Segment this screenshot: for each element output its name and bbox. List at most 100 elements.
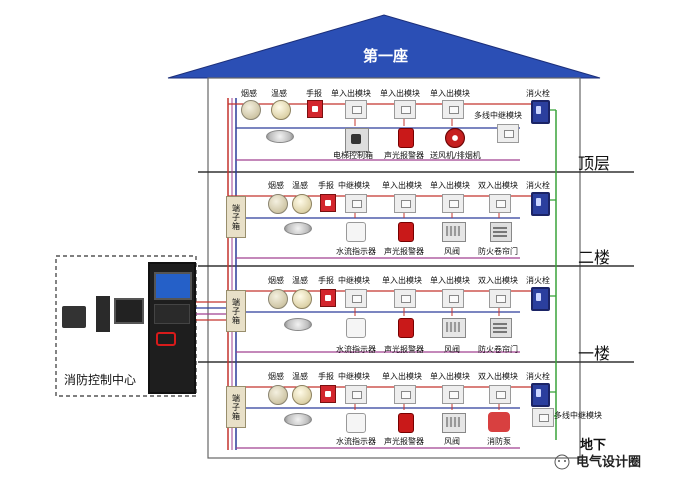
relay-module-icon — [345, 289, 367, 308]
building-outline — [207, 77, 581, 459]
io-module-icon — [442, 385, 464, 404]
label-module-top-3: 单入出模块 — [430, 89, 470, 98]
label-multi-relay-b: 多线中继模块 — [554, 411, 602, 420]
label-relay-b: 中继模块 — [338, 372, 370, 381]
label-heat-2: 温感 — [292, 181, 308, 190]
label-dual-module-2: 双入出模块 — [478, 181, 518, 190]
floor-label-first: 一楼 — [578, 344, 611, 363]
building-title: 第一座 — [363, 47, 409, 65]
label-hydrant-b: 消火栓 — [526, 372, 550, 381]
label-manual-1: 手报 — [318, 276, 334, 285]
terminal-box-first: 端子箱 — [226, 290, 246, 332]
audible-alarm-icon — [398, 318, 414, 338]
io-module-icon — [442, 289, 464, 308]
heat-detector-icon — [292, 385, 312, 405]
multi-relay-module-icon — [532, 408, 554, 427]
hydrant-links — [534, 109, 556, 417]
monitor-icon — [114, 298, 144, 324]
manual-call-point-icon — [320, 194, 336, 212]
relay-module-icon — [345, 385, 367, 404]
cabinet-panel — [154, 304, 190, 324]
audible-alarm-icon — [398, 222, 414, 242]
label-hydrant-top: 消火栓 — [526, 89, 550, 98]
label-flow-b: 水流指示器 — [336, 437, 376, 446]
label-module-b-1: 单入出模块 — [382, 372, 422, 381]
multi-relay-module-icon — [497, 124, 519, 143]
fan-icon — [445, 128, 465, 148]
label-smoke-1: 烟感 — [268, 276, 284, 285]
smoke-detector-icon — [268, 385, 288, 405]
label-module-2-1: 单入出模块 — [382, 181, 422, 190]
flow-indicator-icon — [346, 413, 366, 433]
dual-io-module-icon — [489, 289, 511, 308]
hydrant-button-icon — [531, 100, 550, 124]
manual-call-point-icon — [320, 289, 336, 307]
label-module-b-2: 单入出模块 — [430, 372, 470, 381]
smoke-detector-icon — [268, 194, 288, 214]
label-manual-b: 手报 — [318, 372, 334, 381]
terminal-box-top: 端子箱 — [226, 196, 246, 238]
flow-indicator-icon — [346, 318, 366, 338]
label-damper-2: 风阀 — [444, 247, 460, 256]
flow-indicator-icon — [346, 222, 366, 242]
heat-detector-icon — [271, 100, 291, 120]
fire-control-cabinet — [148, 262, 196, 394]
control-center-label: 消防控制中心 — [64, 373, 137, 387]
label-alarm-top: 声光报警器 — [384, 151, 424, 160]
cabinet-links — [194, 301, 232, 321]
floor-buses — [228, 103, 540, 449]
elevator-control-icon — [345, 128, 369, 152]
label-dual-module-1: 双入出模块 — [478, 276, 518, 285]
io-module-icon — [394, 100, 416, 119]
audible-alarm-icon — [398, 128, 414, 148]
dual-io-module-icon — [489, 194, 511, 213]
io-module-icon — [442, 100, 464, 119]
label-shutter-1: 防火卷帘门 — [478, 345, 518, 354]
speaker-icon — [284, 318, 312, 331]
label-smoke-2: 烟感 — [268, 181, 284, 190]
pc-tower-icon — [96, 296, 110, 332]
manual-call-point-icon — [307, 100, 323, 118]
speaker-icon — [284, 222, 312, 235]
label-manual-2: 手报 — [318, 181, 334, 190]
control-center-frame — [55, 255, 197, 397]
label-module-top-2: 单入出模块 — [380, 89, 420, 98]
label-shutter-2: 防火卷帘门 — [478, 247, 518, 256]
shutter-icon — [490, 222, 512, 242]
label-hydrant-2: 消火栓 — [526, 181, 550, 190]
label-elevator-ctrl: 电梯控制箱 — [333, 151, 373, 160]
shutter-icon — [490, 318, 512, 338]
label-manual-top: 手报 — [306, 89, 322, 98]
label-flow-1: 水流指示器 — [336, 345, 376, 354]
label-relay-2: 中继模块 — [338, 181, 370, 190]
label-alarm-b: 声光报警器 — [384, 437, 424, 446]
floor-label-top: 顶层 — [578, 154, 611, 173]
floor-label-second: 二楼 — [578, 248, 611, 267]
io-module-icon — [394, 289, 416, 308]
label-module-1-1: 单入出模块 — [382, 276, 422, 285]
damper-icon — [442, 413, 466, 433]
fire-pump-icon — [488, 412, 510, 432]
speaker-icon — [284, 413, 312, 426]
smoke-detector-icon — [268, 289, 288, 309]
label-relay-1: 中继模块 — [338, 276, 370, 285]
label-hydrant-1: 消火栓 — [526, 276, 550, 285]
io-module-icon — [394, 385, 416, 404]
io-module-icon — [345, 100, 367, 119]
hydrant-button-icon — [531, 287, 550, 311]
dual-io-module-icon — [489, 385, 511, 404]
label-dual-module-b: 双入出模块 — [478, 372, 518, 381]
terminal-box-basement: 端子箱 — [226, 386, 246, 428]
label-alarm-1: 声光报警器 — [384, 345, 424, 354]
label-damper-b: 风阀 — [444, 437, 460, 446]
relay-module-icon — [345, 194, 367, 213]
watermark-icon — [554, 454, 570, 470]
damper-icon — [442, 318, 466, 338]
label-smoke-top: 烟感 — [241, 89, 257, 98]
io-module-icon — [442, 194, 464, 213]
speaker-icon — [266, 130, 294, 143]
label-multi-relay-top: 多线中继模块 — [474, 111, 522, 120]
audible-alarm-icon — [398, 413, 414, 433]
